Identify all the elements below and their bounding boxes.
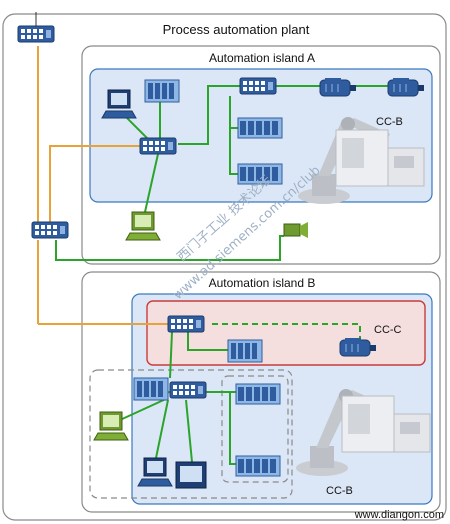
island-b-title: Automation island B bbox=[209, 276, 316, 290]
dashed-group-right bbox=[221, 375, 289, 483]
watermark-footer: www.diangon.com bbox=[354, 509, 444, 521]
island-a-title: Automation island A bbox=[209, 51, 315, 65]
dashed-group-left bbox=[89, 369, 293, 499]
camera-icon bbox=[283, 222, 308, 238]
island-b-io-1 bbox=[235, 383, 281, 405]
island-a-io-1 bbox=[237, 117, 283, 139]
island-a-switch-right bbox=[239, 77, 277, 95]
island-a-switch-center bbox=[139, 137, 177, 155]
green-links bbox=[55, 85, 388, 465]
island-b-cc-b-label: CC-B bbox=[326, 485, 353, 497]
island-b-plc-left bbox=[133, 377, 169, 401]
island-b-cc-c-label: CC-C bbox=[374, 324, 402, 336]
island-a-cc-b-label: CC-B bbox=[376, 116, 403, 128]
island-b-hmi-panel bbox=[175, 461, 207, 489]
plant-title: Process automation plant bbox=[163, 22, 310, 37]
plant-top-switch bbox=[17, 25, 55, 43]
island-a-plc bbox=[144, 79, 180, 103]
island-b-plc-red bbox=[227, 339, 263, 363]
plant-left-switch bbox=[31, 221, 69, 239]
island-b-io-2 bbox=[235, 455, 281, 477]
island-b-switch-top bbox=[167, 315, 205, 333]
orange-links bbox=[37, 46, 168, 325]
island-b-switch-center bbox=[169, 381, 207, 399]
